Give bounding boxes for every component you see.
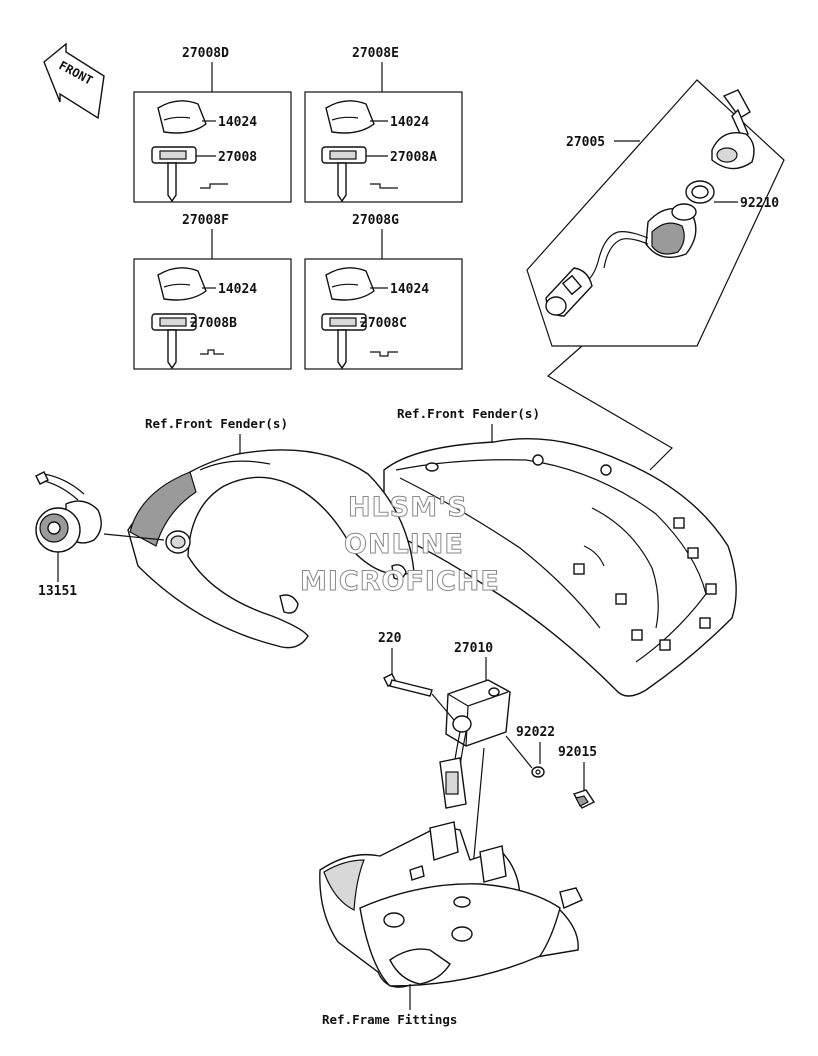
ref-frame-label: Ref.Frame Fittings: [322, 1012, 457, 1027]
ref-fender-left-label: Ref.Front Fender(s): [145, 416, 288, 431]
key-e-label: 27008A: [390, 150, 437, 165]
cap-f-label: 14024: [218, 282, 257, 297]
key-blank-icon: [151, 313, 197, 370]
bolt-label: 220: [378, 631, 402, 646]
key-icon: [722, 89, 751, 140]
lock-cylinder-icon: [35, 507, 81, 553]
connector-plug-icon: [439, 757, 467, 809]
watermark: HLSM'S ONLINE MICROFICHE: [300, 492, 500, 598]
lock-label: 13151: [38, 584, 77, 599]
watermark-line3: MICROFICHE: [300, 566, 500, 597]
control-unit: 27010 220 92022: [378, 631, 597, 901]
watermark-line1: HLSM'S: [348, 492, 468, 523]
key-kit-g: 27008G 14024 27008C: [304, 213, 463, 370]
switch-assy-label: 27005: [566, 135, 605, 150]
washer-icon: [531, 766, 545, 778]
key-g-label: 27008C: [360, 316, 407, 331]
key-cap-icon: [325, 267, 375, 301]
nut-label: 92210: [740, 196, 779, 211]
kit-d-label: 27008D: [182, 46, 229, 61]
key-f-label: 27008B: [190, 316, 237, 331]
key-cap-icon: [325, 100, 375, 134]
kit-f-label: 27008F: [182, 213, 229, 228]
key-blank-icon: [321, 313, 367, 370]
bolt-icon: [383, 673, 433, 697]
key-blank-icon: [321, 146, 367, 203]
control-unit-label: 27010: [454, 641, 493, 656]
key-kit-d: 27008D 14024 27008: [133, 46, 292, 203]
switch-body-icon: [645, 203, 697, 258]
cap-d-label: 14024: [218, 115, 257, 130]
washer-label: 92022: [516, 725, 555, 740]
key-kit-e: 27008E 14024 27008A: [304, 46, 463, 203]
kit-g-label: 27008G: [352, 213, 399, 228]
key-blank-icon: [151, 146, 197, 203]
watermark-line2: ONLINE: [344, 529, 464, 560]
ref-fender-right-label: Ref.Front Fender(s): [397, 406, 540, 421]
front-fender-left: Ref.Front Fender(s): [127, 416, 415, 649]
key-cap-icon: [157, 267, 207, 301]
cap-g-label: 14024: [390, 282, 429, 297]
front-fender-right: Ref.Front Fender(s): [383, 406, 737, 697]
ignition-switch-assembly: 27005 92210: [526, 79, 785, 471]
front-arrow-icon: FRONT: [43, 42, 105, 120]
kit-e-label: 27008E: [352, 46, 399, 61]
steering-lock: 13151: [35, 471, 165, 599]
connector-icon: [545, 267, 593, 317]
key-d-label: 27008: [218, 150, 257, 165]
clip-nut-icon: [572, 789, 596, 809]
module-box-icon: [445, 679, 511, 747]
clip-nut-label: 92015: [558, 745, 597, 760]
key-cap-icon: [157, 100, 207, 134]
ring-nut-icon: [685, 180, 715, 204]
cap-e-label: 14024: [390, 115, 429, 130]
switch-barrel-icon: [711, 132, 755, 170]
frame-fittings: Ref.Frame Fittings: [319, 821, 583, 1027]
key-kit-f: 27008F 14024 27008B: [133, 213, 292, 370]
